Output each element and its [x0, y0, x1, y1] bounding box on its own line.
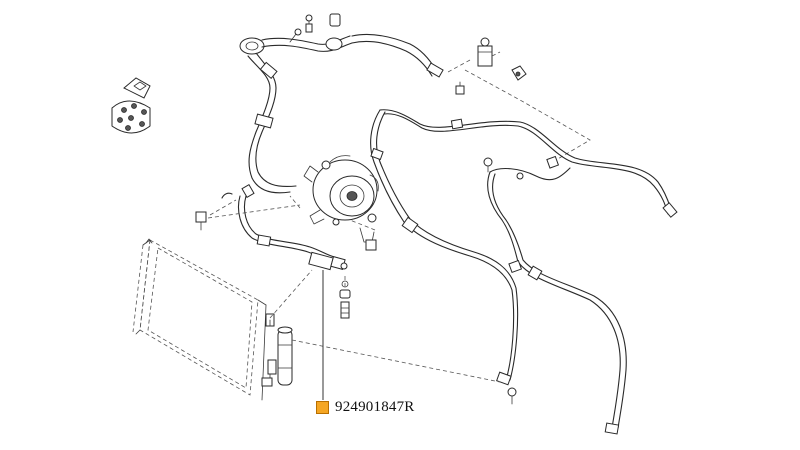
suction-hose [239, 13, 444, 199]
liquid-lines [370, 109, 678, 435]
part-callout[interactable]: 924901847R [316, 399, 415, 416]
discharge-hose-924901847R [195, 192, 351, 319]
compressor [303, 155, 379, 251]
sensor-plug-view-icon [111, 77, 151, 134]
part-number-label[interactable]: 924901847R [335, 399, 415, 415]
receiver-dryer [261, 313, 293, 387]
condenser [132, 238, 267, 401]
assembly-guide-lines [207, 195, 501, 383]
expansion-valve [447, 37, 591, 161]
callout-marker[interactable] [316, 401, 329, 414]
